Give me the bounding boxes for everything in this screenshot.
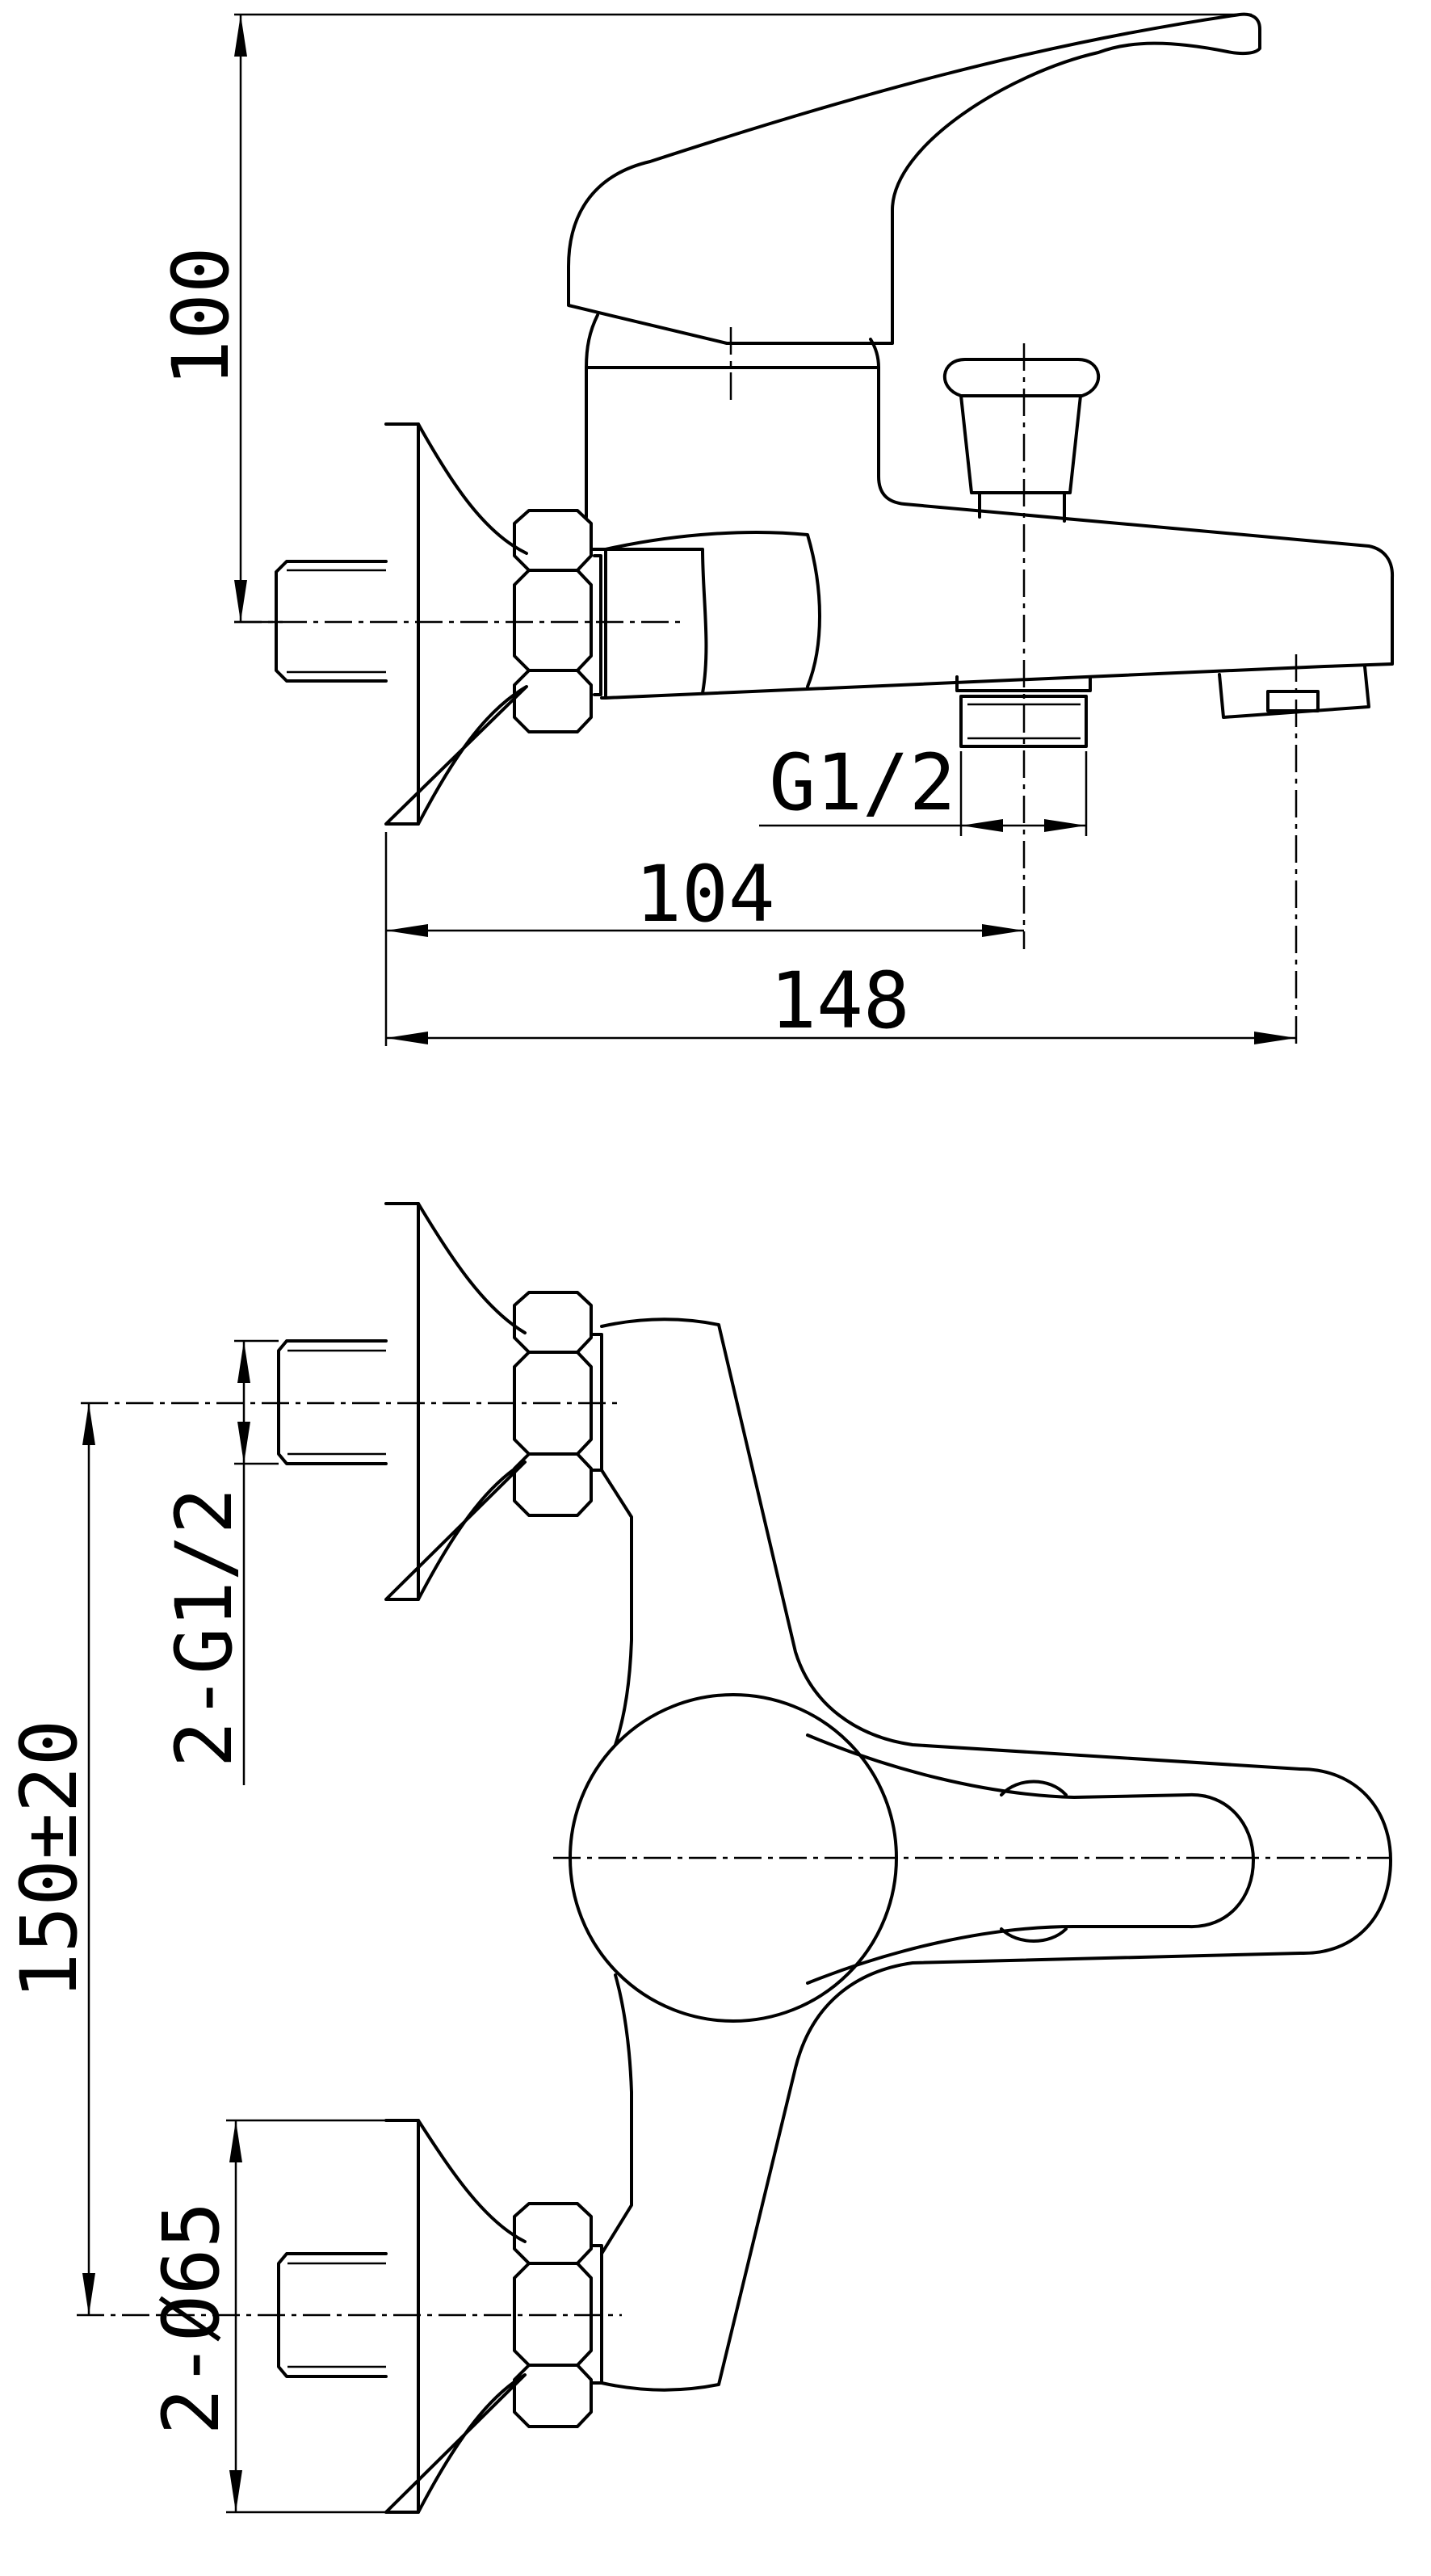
dim-total-length-label: 148	[770, 956, 909, 1046]
dim-thread-count-label: 2-G1/2	[159, 1488, 250, 1768]
wall-flange-upper	[384, 1202, 527, 1601]
inlet-thread-side	[275, 560, 388, 683]
dim-axis-distance-label: 104	[635, 849, 774, 939]
front-view: 150±20 2-G1/2 2-Ø65	[4, 1202, 1392, 2514]
dim-flange-diameter-label: 2-Ø65	[146, 2202, 237, 2435]
lever-side	[567, 12, 1261, 345]
hex-nut-side	[513, 509, 593, 733]
lever-front	[1299, 1767, 1392, 1956]
wall-flange-side	[384, 422, 528, 826]
dim-height-label: 100	[156, 246, 246, 386]
wall-flange-lower	[384, 2119, 527, 2514]
hex-nut-upper	[513, 1291, 593, 1517]
bottom-thread-fitting	[955, 675, 1092, 692]
side-view: 100 G1/2 104 148	[156, 12, 1395, 1050]
dim-center-distance-label: 150±20	[4, 1720, 94, 2000]
hex-nut-lower	[513, 2202, 593, 2428]
diverter-knob	[943, 358, 1100, 397]
dim-thread-label: G1/2	[769, 738, 955, 828]
eccentric-connector-side	[590, 531, 821, 700]
mixer-body-side	[585, 366, 1395, 700]
mixer-body-front	[600, 1317, 1302, 1771]
